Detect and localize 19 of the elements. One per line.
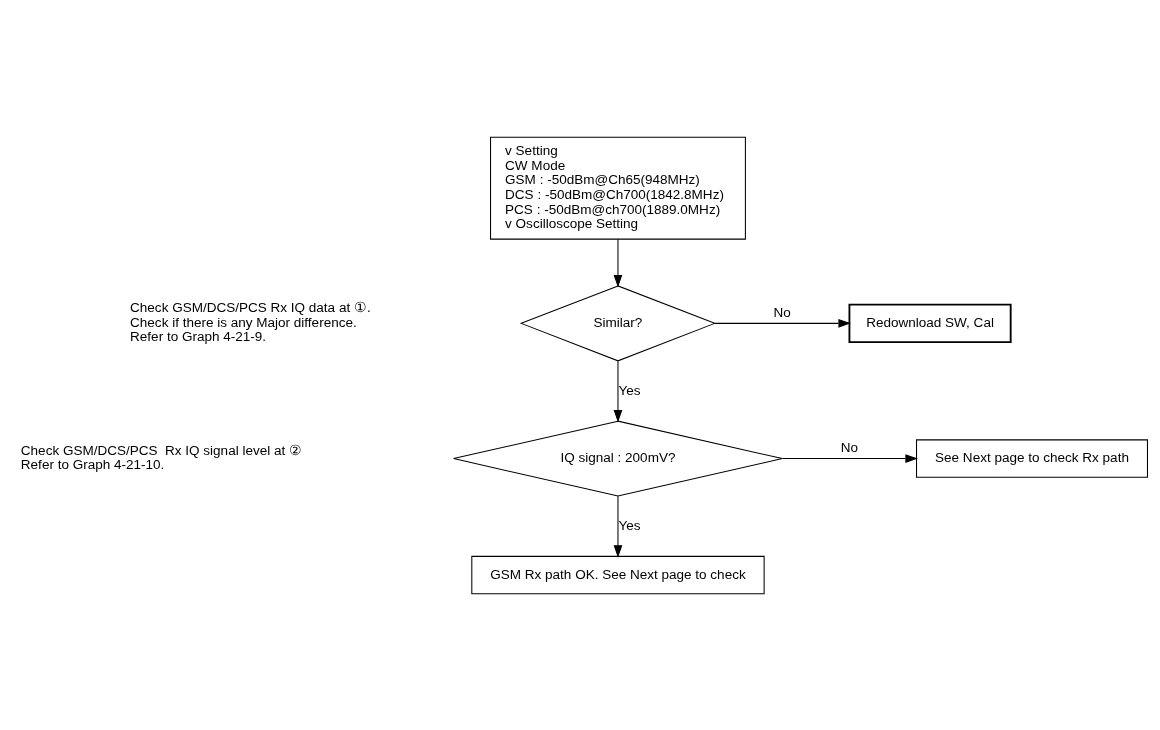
node-label: Check if there is any Major difference.	[130, 314, 357, 330]
node-box: v Setting CW Mode GSM : -50dBm@Ch65(948MHz) DCS : -50dBm@Ch700(1842.8MHz) PCS : -50dBm@ch700(1889.0MHz) v Oscilloscope Setting	[490, 136, 746, 240]
node-box: GSM Rx path OK. See Next page to check	[471, 555, 765, 594]
node-label: Check GSM/DCS/PCS Rx IQ data at ①.	[130, 299, 371, 315]
node-diamond: Similar?	[519, 284, 717, 361]
edge-label: No	[840, 439, 859, 455]
node-label: Check GSM/DCS/PCS Rx IQ signal level at ②	[20, 442, 303, 458]
arrow	[613, 238, 623, 287]
edge-label: Yes	[618, 517, 641, 533]
node-diamond: IQ signal : 200mV?	[453, 420, 783, 497]
arrow	[782, 453, 918, 463]
arrow	[613, 360, 623, 423]
node-box: Redownload SW, Cal	[848, 303, 1012, 343]
arrow	[613, 495, 623, 558]
edge-label: No	[773, 304, 791, 319]
edge-label: Yes	[618, 382, 641, 398]
node-label: Refer to Graph 4-21-10.	[20, 456, 165, 472]
node-box: See Next page to check Rx path	[916, 438, 1148, 478]
arrow	[714, 318, 851, 328]
